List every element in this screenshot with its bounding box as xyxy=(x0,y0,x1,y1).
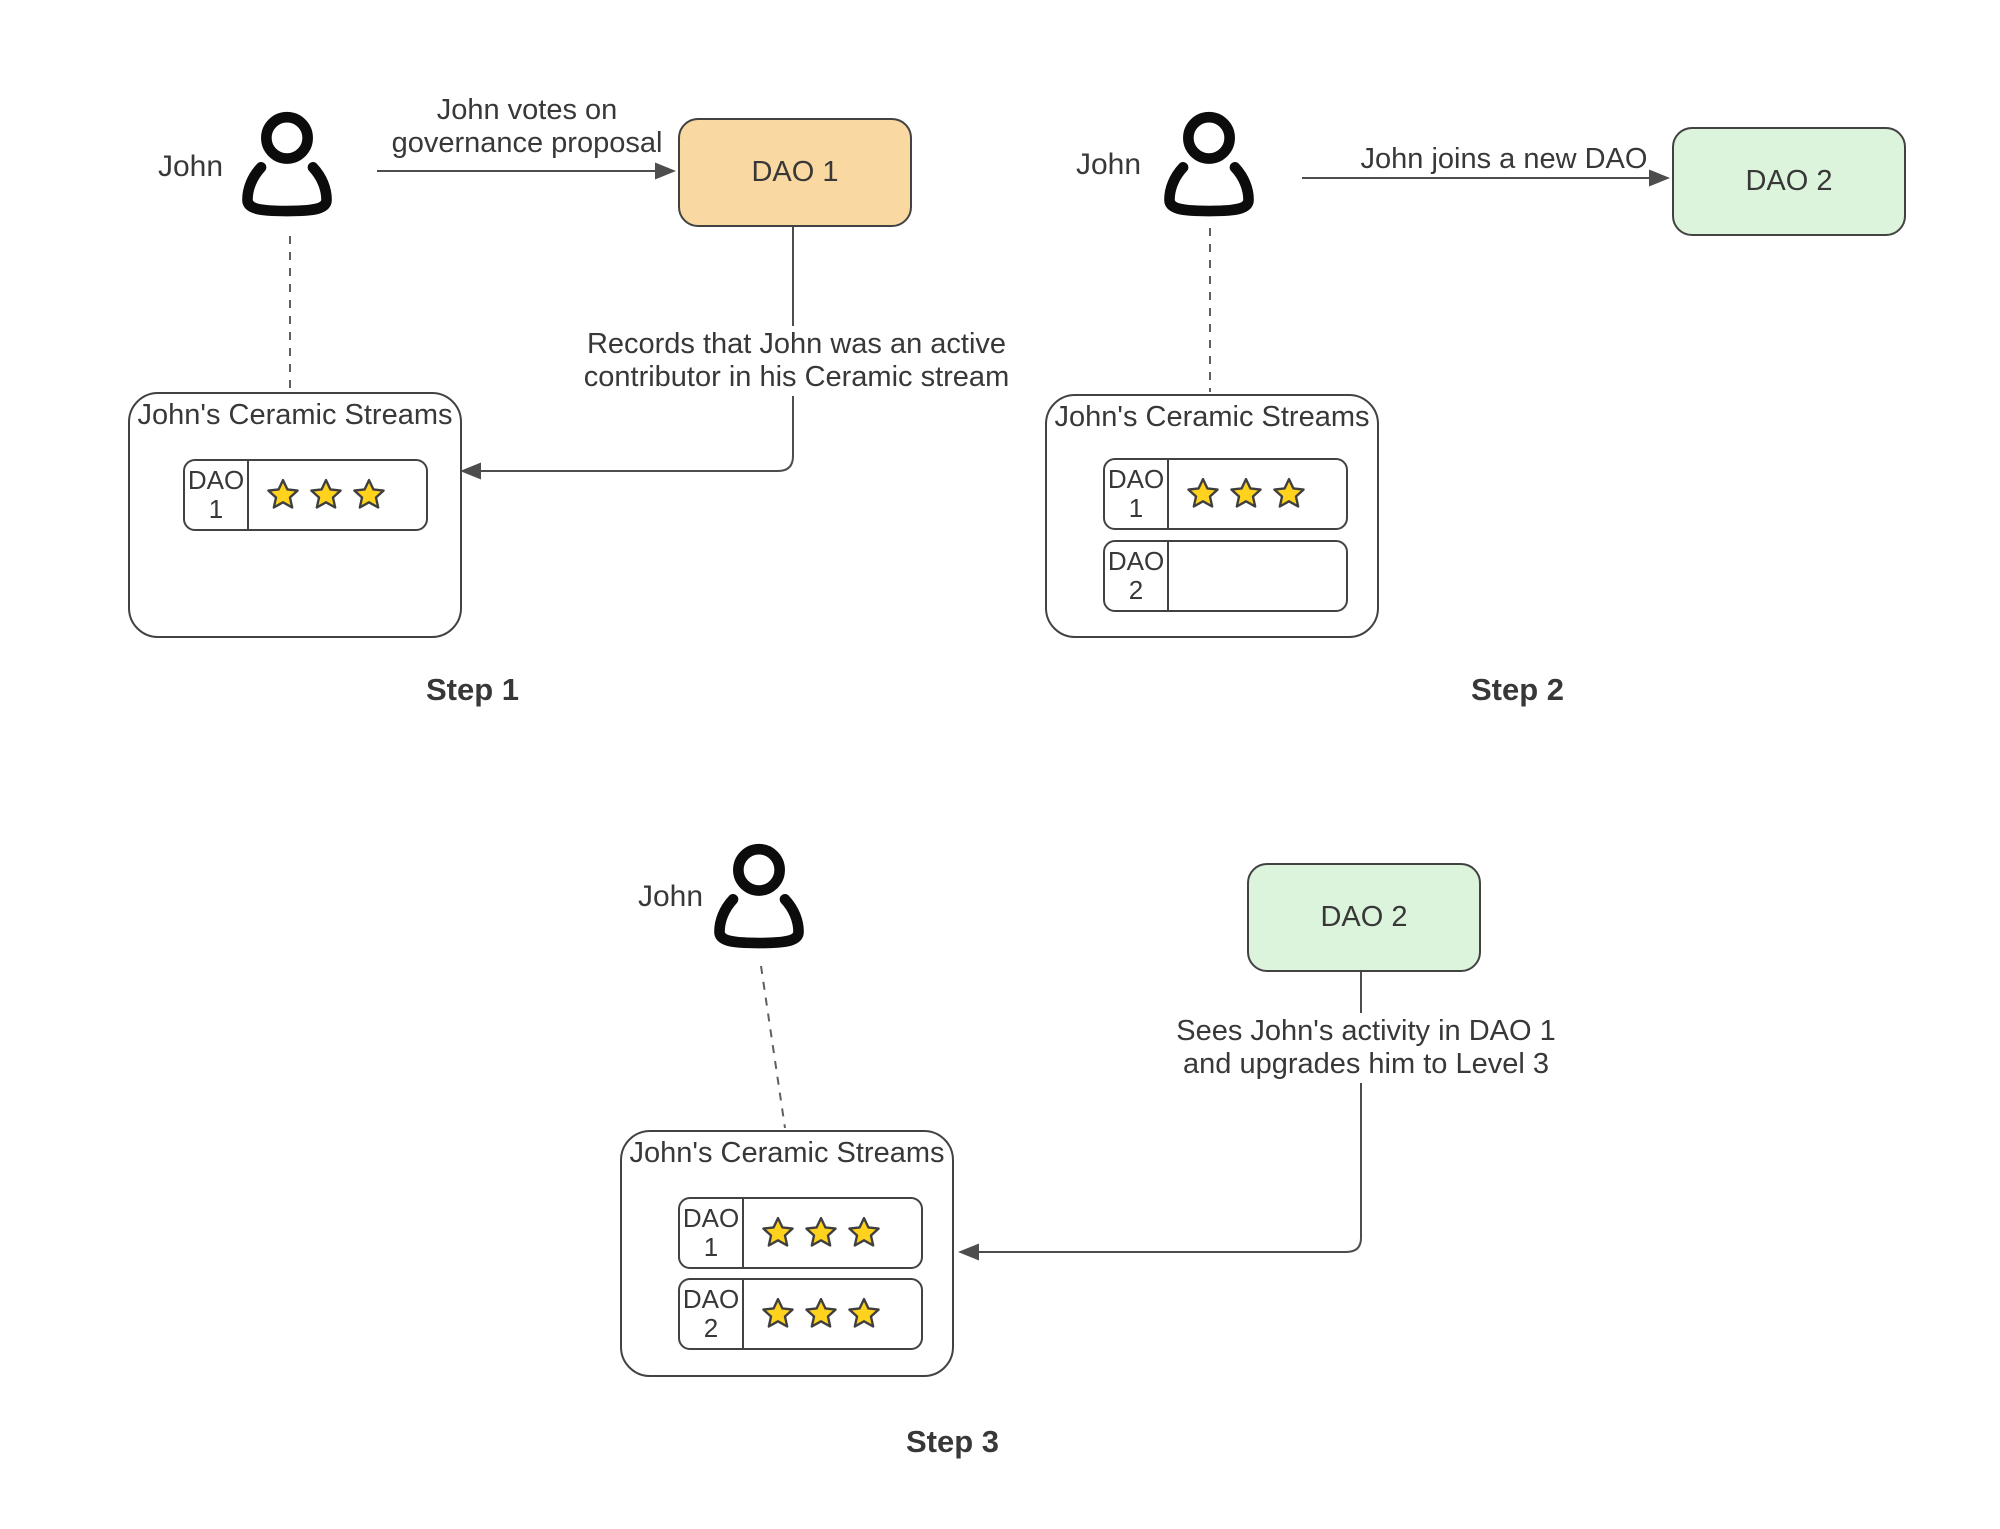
stream-row-dao-label: DAO 2 xyxy=(1105,542,1169,610)
stream-row-stars xyxy=(249,461,426,529)
note-step1: Records that John was an active contribu… xyxy=(575,326,1018,396)
actor-label-step3: John xyxy=(638,880,704,913)
dao2-box-step3: DAO 2 xyxy=(1247,863,1481,972)
connector-dao2-to-streams xyxy=(977,968,1362,1253)
stream-row-dao1-step3: DAO 1 xyxy=(678,1197,923,1269)
step-caption-1: Step 1 xyxy=(426,672,520,707)
dao1-box-label: DAO 1 xyxy=(751,156,839,188)
person-icon-step3 xyxy=(700,838,818,956)
stream-row-stars xyxy=(744,1199,921,1267)
dao2-box-step2: DAO 2 xyxy=(1672,127,1906,236)
star-icon xyxy=(267,478,299,509)
stream-row-dao2-step2: DAO 2 xyxy=(1103,540,1348,612)
star-icon xyxy=(1273,477,1305,508)
streams-title-step1: John's Ceramic Streams xyxy=(137,399,453,431)
streams-title-step2: John's Ceramic Streams xyxy=(1054,401,1370,433)
star-icon xyxy=(848,1297,880,1328)
step-caption-3: Step 3 xyxy=(906,1424,1000,1459)
stream-row-dao-label: DAO 1 xyxy=(185,461,249,529)
stream-row-stars xyxy=(744,1280,921,1348)
dao2-box-step3-label: DAO 2 xyxy=(1320,901,1408,933)
person-icon-glyph xyxy=(242,111,332,217)
dao2-box-step2-label: DAO 2 xyxy=(1745,165,1833,197)
star-icon xyxy=(353,478,385,509)
actor-label-step1: John xyxy=(158,150,224,183)
star-icon xyxy=(762,1297,794,1328)
stream-row-stars xyxy=(1169,460,1346,528)
person-icon-glyph xyxy=(714,843,804,949)
streams-box-step2: John's Ceramic Streams DAO 1 DAO 2 xyxy=(1045,394,1379,638)
dashed-john3-to-streams xyxy=(760,965,786,1129)
star-icon xyxy=(1230,477,1262,508)
streams-title-step3: John's Ceramic Streams xyxy=(629,1137,945,1169)
actor-label-step2: John xyxy=(1076,148,1142,181)
star-icon xyxy=(805,1297,837,1328)
step-caption-2: Step 2 xyxy=(1471,672,1565,707)
stream-row-stars xyxy=(1169,542,1346,610)
streams-box-step3: John's Ceramic Streams DAO 1 DAO 2 xyxy=(620,1130,954,1377)
dao1-box: DAO 1 xyxy=(678,118,912,227)
person-icon-step1 xyxy=(228,106,346,224)
stream-row-dao-label: DAO 2 xyxy=(680,1280,744,1348)
arrowhead-dao1 xyxy=(655,162,676,180)
action-label-step1: John votes on governance proposal xyxy=(391,94,663,159)
stream-row-dao1-step1: DAO 1 xyxy=(183,459,428,531)
star-icon xyxy=(762,1216,794,1247)
arrowhead-streams1 xyxy=(460,462,481,480)
star-icon xyxy=(310,478,342,509)
action-label-step2: John joins a new DAO xyxy=(1360,143,1648,175)
person-icon-glyph xyxy=(1164,111,1254,217)
star-icon xyxy=(1187,477,1219,508)
star-icon xyxy=(848,1216,880,1247)
stream-row-dao1-step2: DAO 1 xyxy=(1103,458,1348,530)
note-step3: Sees John's activity in DAO 1 and upgrad… xyxy=(1162,1013,1570,1083)
person-icon-step2 xyxy=(1150,106,1268,224)
stream-row-dao-label: DAO 1 xyxy=(1105,460,1169,528)
arrowhead-streams3 xyxy=(958,1243,979,1261)
star-icon xyxy=(805,1216,837,1247)
stream-row-dao-label: DAO 1 xyxy=(680,1199,744,1267)
stream-row-dao2-step3: DAO 2 xyxy=(678,1278,923,1350)
streams-box-step1: John's Ceramic Streams DAO 1 xyxy=(128,392,462,638)
